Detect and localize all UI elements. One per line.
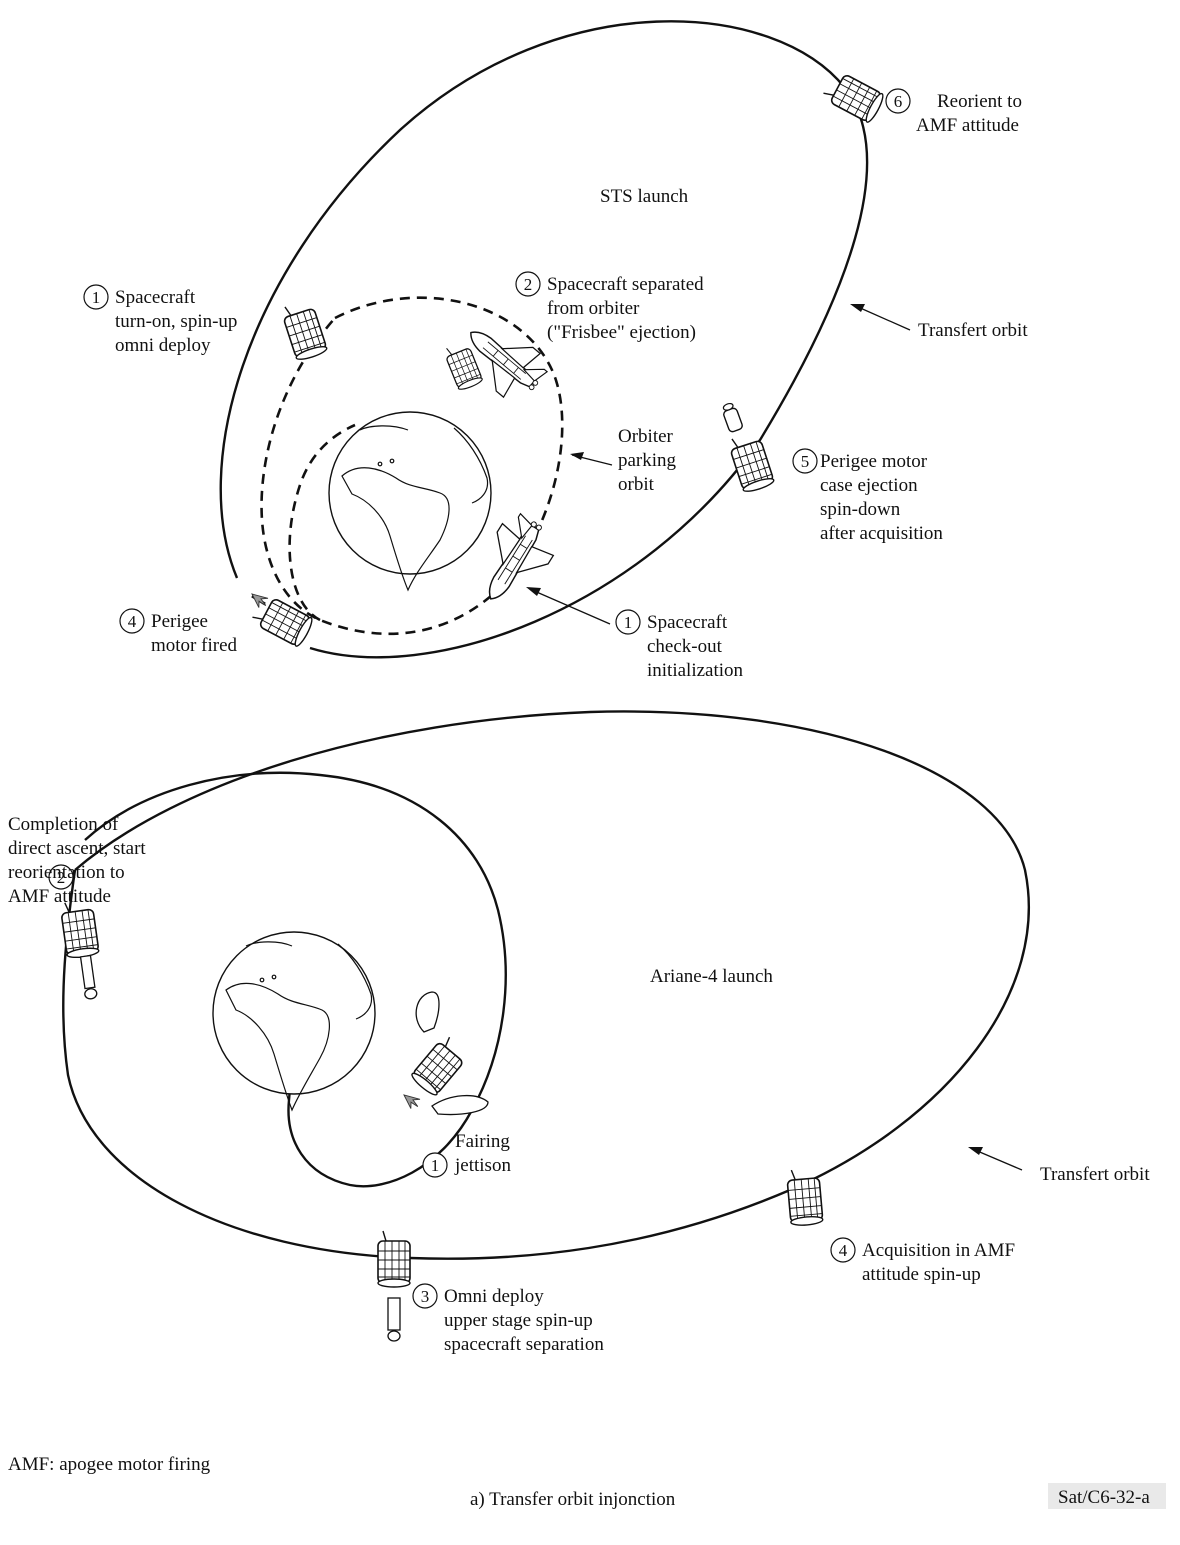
fairing-half-icon <box>431 1095 489 1116</box>
svg-text:2: 2 <box>524 275 533 294</box>
svg-text:2: 2 <box>57 868 66 887</box>
sts-step-1b-line-1: Spacecraft <box>647 612 728 633</box>
ariane-step-2-line-4: AMF attitude <box>8 886 111 907</box>
step-badge-1a: 1 <box>83 284 109 310</box>
spacecraft-icon <box>820 68 887 125</box>
ariane-step-2-line-1: Completion of <box>8 814 119 835</box>
svg-text:5: 5 <box>801 452 810 471</box>
spacecraft-icon <box>377 1230 411 1288</box>
upper-stage-icon <box>79 954 98 1000</box>
parking-orbit-label-1: Orbiter <box>618 426 674 447</box>
sts-step-2-line-3: ("Frisbee" ejection) <box>547 322 696 343</box>
sts-step-5-spacecraft <box>726 429 776 495</box>
exhaust-plume-icon <box>247 588 271 611</box>
sts-step-4-line-2: motor fired <box>151 635 238 656</box>
sts-step-6-line-1: Reorient to <box>937 91 1022 112</box>
svg-text:4: 4 <box>128 612 137 631</box>
ariane-step-1-plume <box>399 1089 423 1112</box>
parking-orbit-label-2: parking <box>618 450 677 471</box>
sts-step-6-line-2: AMF attitude <box>916 115 1019 136</box>
spacecraft-icon <box>59 898 101 960</box>
sts-transfer-label: Transfert orbit <box>918 320 1028 341</box>
step-badge-1b: 1 <box>615 609 641 635</box>
sts-step-5-line-3: spin-down <box>820 499 901 520</box>
ariane-step-2-spacecraft <box>59 898 101 960</box>
step-badge-6: 6 <box>885 88 911 114</box>
sts-step-2-line-2: from orbiter <box>547 298 640 319</box>
ariane-step-badge-3: 3 <box>412 1283 438 1309</box>
sts-launch-title: STS launch <box>600 186 689 207</box>
sts-step-6-spacecraft <box>820 68 887 125</box>
earth-globe-icon <box>328 411 492 592</box>
arrowhead-icon <box>570 452 584 460</box>
svg-text:3: 3 <box>421 1287 430 1306</box>
sts-step-5-line-1: Perigee motor <box>820 451 928 472</box>
ariane-step-badge-4: 4 <box>830 1237 856 1263</box>
sts-step-1a-line-3: omni deploy <box>115 335 211 356</box>
arrowhead-icon <box>968 1147 983 1155</box>
reference-tag: Sat/C6-32-a <box>1058 1487 1150 1508</box>
ariane-step-3-spacecraft <box>377 1230 411 1288</box>
step-badge-4: 4 <box>119 608 145 634</box>
ariane-step-2-line-2: direct ascent, start <box>8 838 146 859</box>
sts-step-4-plume <box>247 588 271 611</box>
sts-step-1a-line-1: Spacecraft <box>115 287 196 308</box>
step-badge-2: 2 <box>515 271 541 297</box>
ariane-step-1-spacecraft <box>408 1033 471 1099</box>
arrowhead-icon <box>526 587 541 596</box>
ariane-step-badge-2: 2 <box>48 864 74 890</box>
spacecraft-icon <box>279 297 329 363</box>
svg-text:1: 1 <box>92 288 101 307</box>
ariane-step-1-line-2: jettison <box>454 1155 511 1176</box>
ariane-transfer-label: Transfert orbit <box>1040 1164 1150 1185</box>
spacecraft-icon <box>726 429 776 495</box>
figure-caption: a) Transfer orbit injonction <box>470 1489 676 1510</box>
reference-tag-bg <box>1048 1483 1166 1509</box>
svg-text:1: 1 <box>624 613 633 632</box>
spacecraft-icon <box>408 1033 471 1099</box>
checkout-pointer <box>531 589 611 625</box>
svg-text:1: 1 <box>431 1156 440 1175</box>
upper-stage-icon <box>387 1297 401 1342</box>
sts-step-1a-line-2: turn-on, spin-up <box>115 311 237 332</box>
motor-case-icon <box>722 402 743 433</box>
ariane-launch-title: Ariane-4 launch <box>650 966 773 987</box>
sts-step-5-line-4: after acquisition <box>820 523 943 544</box>
exhaust-plume-icon <box>399 1089 423 1112</box>
svg-text:6: 6 <box>894 92 903 111</box>
sts-step-1b-line-2: check-out <box>647 636 723 657</box>
step-badge-5: 5 <box>792 448 818 474</box>
ariane-step-badge-1: 1 <box>422 1152 448 1178</box>
ariane-transfer-pointer <box>974 1149 1023 1171</box>
ariane-transfer-orbit <box>62 710 1030 1260</box>
arrowhead-icon <box>850 304 865 312</box>
ariane-step-4-line-2: attitude spin-up <box>862 1264 981 1285</box>
svg-text:4: 4 <box>839 1241 848 1260</box>
ariane-step-2-line-3: reorientation to <box>8 862 125 883</box>
fairing-half-icon <box>415 991 440 1033</box>
ariane-step-3-line-3: spacecraft separation <box>444 1334 604 1355</box>
earth-globe-icon <box>212 931 376 1112</box>
parking-orbit-label-3: orbit <box>618 474 655 495</box>
amf-legend: AMF: apogee motor firing <box>8 1454 211 1475</box>
sts-transfer-pointer <box>857 306 911 331</box>
ariane-step-1-line-1: Fairing <box>455 1131 510 1152</box>
sts-transfer-start-arc <box>288 423 356 622</box>
sts-step-2-line-1: Spacecraft separated <box>547 274 704 295</box>
sts-step-5-line-2: case ejection <box>820 475 918 496</box>
sts-step-1b-line-3: initialization <box>647 660 744 681</box>
ariane-step-4-line-1: Acquisition in AMF <box>862 1240 1015 1261</box>
ariane-step-3-line-2: upper stage spin-up <box>444 1310 593 1331</box>
ariane-ascent-trajectory <box>84 771 507 1188</box>
sts-step-1a-spacecraft <box>279 297 329 363</box>
sts-step-4-line-1: Perigee <box>151 611 208 632</box>
ariane-step-3-line-1: Omni deploy <box>444 1286 544 1307</box>
